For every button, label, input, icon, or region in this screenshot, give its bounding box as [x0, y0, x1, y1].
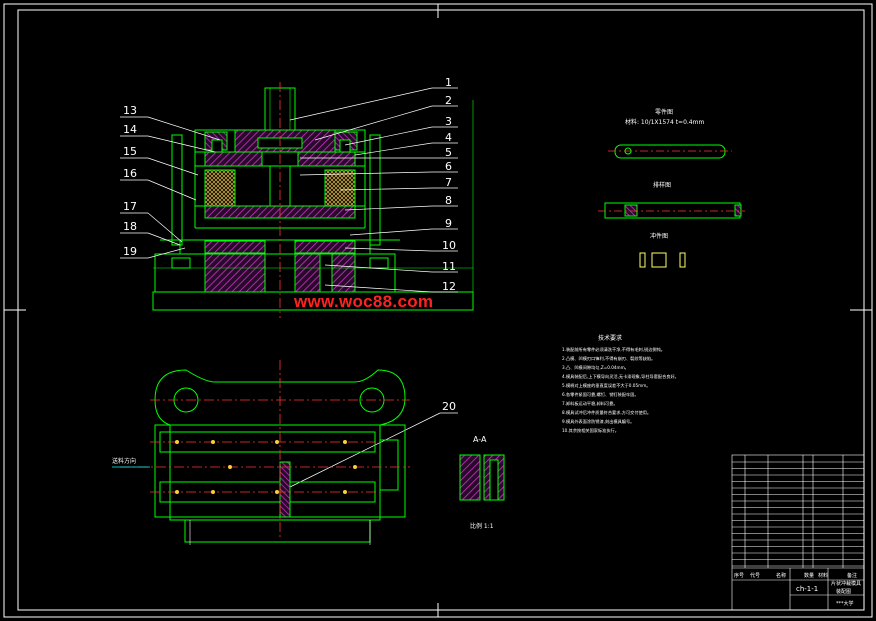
strip-title: 排样图: [653, 181, 671, 189]
lower-die-base: [154, 253, 396, 293]
bom-header-code: 代号: [750, 572, 760, 579]
blank-title: 冲件图: [650, 232, 668, 240]
feed-direction-label: 送料方向: [112, 457, 136, 465]
part-title: 零件图: [655, 108, 673, 116]
balloon-19: 19: [123, 245, 137, 258]
balloon-8: 8: [445, 194, 452, 207]
balloon-5: 5: [445, 146, 452, 159]
title-block: [731, 454, 865, 611]
bom-header-qty: 数量: [804, 572, 814, 579]
part-material: 材料: 10/1X1574 t=0.4mm: [625, 118, 704, 126]
balloon-9: 9: [445, 217, 452, 230]
part-drawings: 零件图 材料: 10/1X1574 t=0.4mm 排样图 冲件图: [598, 108, 745, 268]
title-block-text: 序号 代号 名称 数量 材料 备注 ch-1-1 片状冲裁模具 装配图 ***大…: [734, 572, 861, 607]
balloon-15: 15: [123, 145, 137, 158]
balloon-7: 7: [445, 176, 452, 189]
balloon-numbers: 1 2 3 4 5 6 7 8 9 10 11 12 13 14 15 16 1…: [123, 76, 456, 413]
bom-header-material: 材料: [818, 572, 828, 579]
balloon-20: 20: [442, 400, 456, 413]
balloon-14: 14: [123, 123, 137, 136]
balloon-3: 3: [445, 115, 452, 128]
technical-requirements: 技术要求 1.装配前所有零件必须清洗干净,不得有毛刺,锐边倒钝。 2.凸模、凹模…: [562, 334, 679, 434]
company-name: ***大学: [836, 600, 854, 607]
tech-req-line: 5.模柄对上模座的垂直度误差不大于0.05mm。: [562, 382, 650, 389]
balloon-6: 6: [445, 160, 452, 173]
balloon-18: 18: [123, 220, 137, 233]
plan-screw-holes: [175, 440, 357, 494]
drawing-name: 片状冲裁模具: [831, 580, 861, 587]
bom-header-name: 名称: [776, 572, 786, 579]
section-scale: 比例 1:1: [470, 522, 494, 530]
tech-req-line: 9.模具外表面涂防锈漆,刻出模具编号。: [562, 418, 634, 425]
tech-req-line: 1.装配前所有零件必须清洗干净,不得有毛刺,锐边倒钝。: [562, 346, 665, 353]
balloon-17: 17: [123, 200, 137, 213]
watermark: www.woc88.com: [294, 292, 434, 311]
plan-center-lines: [120, 360, 410, 540]
section-aa: A-A 比例 1:1: [459, 435, 505, 530]
balloon-12: 12: [442, 280, 456, 293]
tech-req-line: 2.凸模、凹模刃口锋利,不得有崩刃、裂纹等缺陷。: [562, 355, 655, 362]
tech-req-line: 7.卸料板运动平稳,卸料可靠。: [562, 400, 618, 407]
balloon-13: 13: [123, 104, 137, 117]
assembly-section-view: [152, 87, 474, 311]
section-label: A-A: [473, 435, 487, 444]
balloon-1: 1: [445, 76, 452, 89]
tech-req-line: 4.模具装配后,上下模导向灵活,无卡滞现象,导柱导套配合良好。: [562, 373, 679, 380]
bom-header-no: 序号: [734, 572, 744, 579]
balloon-10: 10: [442, 239, 456, 252]
tech-req-line: 10.其余按相关国家标准执行。: [562, 427, 619, 434]
center-marks: [4, 4, 872, 617]
balloon-4: 4: [445, 131, 452, 144]
balloon-11: 11: [442, 260, 456, 273]
drawing-subtitle: 装配图: [836, 588, 851, 595]
tech-req-title: 技术要求: [598, 334, 622, 342]
bom-header-remark: 备注: [847, 572, 857, 579]
drawing-number: ch-1-1: [796, 585, 818, 593]
balloon-16: 16: [123, 167, 137, 180]
tech-req-line: 6.各零件紧固可靠,螺钉、销钉装配牢固。: [562, 391, 639, 398]
tech-req-line: 3.凸、凹模间隙均匀,Z=0.04mm。: [562, 364, 629, 371]
tech-req-line: 8.模具试冲后冲件质量符合要求,方可交付使用。: [562, 409, 651, 416]
leader-lines: [120, 87, 458, 489]
balloon-2: 2: [445, 94, 452, 107]
